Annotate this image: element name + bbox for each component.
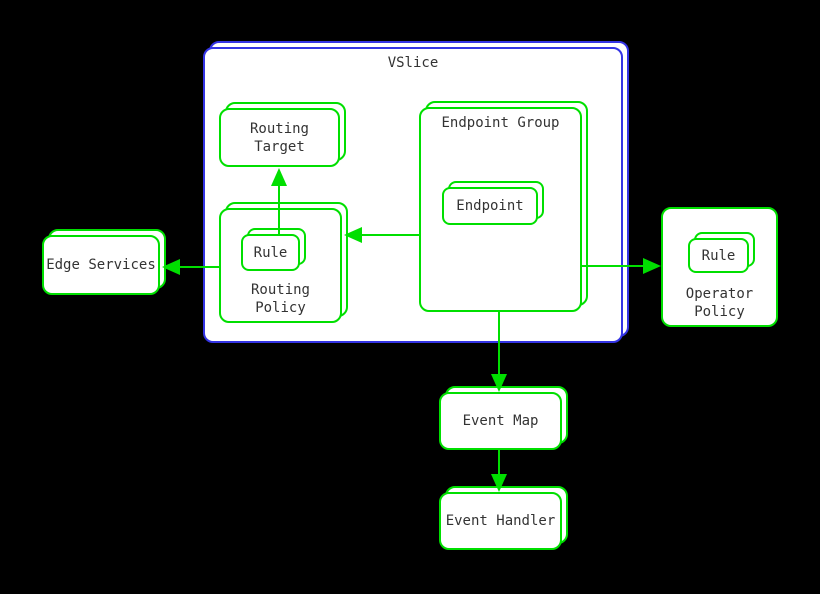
node-event-map: Event Map (439, 386, 568, 450)
arrow-line-routing-policy-to-edge-services (180, 266, 219, 268)
node-operator-policy-label: Operator Policy (685, 286, 754, 320)
arrow-line-event-map-to-event-handler (498, 450, 500, 474)
arrow-line-rule-to-routing-target (278, 185, 280, 235)
arrowhead-endpoint-group-to-event-map (491, 374, 507, 392)
node-routing-policy: Routing Policy (219, 202, 348, 323)
node-event-map-label: Event Map (462, 413, 539, 429)
node-event-handler: Event Handler (439, 486, 568, 550)
node-operator-policy-rule-label: Rule (701, 247, 736, 264)
node-routing-policy-rule-label: Rule (253, 244, 288, 261)
arrowhead-rule-to-routing-target (271, 168, 287, 186)
node-routing-policy-rule: Rule (241, 228, 306, 271)
node-endpoint-group-label: Endpoint Group (441, 115, 560, 131)
arrow-line-endpoint-group-to-routing-policy (362, 234, 419, 236)
arrowhead-event-map-to-event-handler (491, 474, 507, 492)
arrow-line-endpoint-group-to-event-map (498, 312, 500, 374)
node-edge-services: Edge Services (42, 229, 166, 295)
node-endpoint: Endpoint (442, 181, 544, 225)
node-endpoint-label: Endpoint (456, 198, 524, 214)
node-routing-target: Routing Target (219, 102, 346, 167)
arrowhead-routing-policy-to-edge-services (162, 259, 180, 275)
node-edge-services-label: Edge Services (46, 257, 156, 273)
arrowhead-endpoint-group-to-operator-policy (643, 258, 661, 274)
arrowhead-endpoint-group-to-routing-policy (344, 227, 362, 243)
node-event-handler-label: Event Handler (445, 513, 556, 529)
arrow-line-endpoint-group-to-operator-policy (582, 265, 643, 267)
node-routing-target-label: Routing Target (249, 120, 309, 155)
node-vslice-label: VSlice (387, 55, 439, 71)
node-operator-policy-rule: Rule (688, 232, 755, 273)
node-routing-policy-label: Routing Policy (250, 282, 310, 316)
